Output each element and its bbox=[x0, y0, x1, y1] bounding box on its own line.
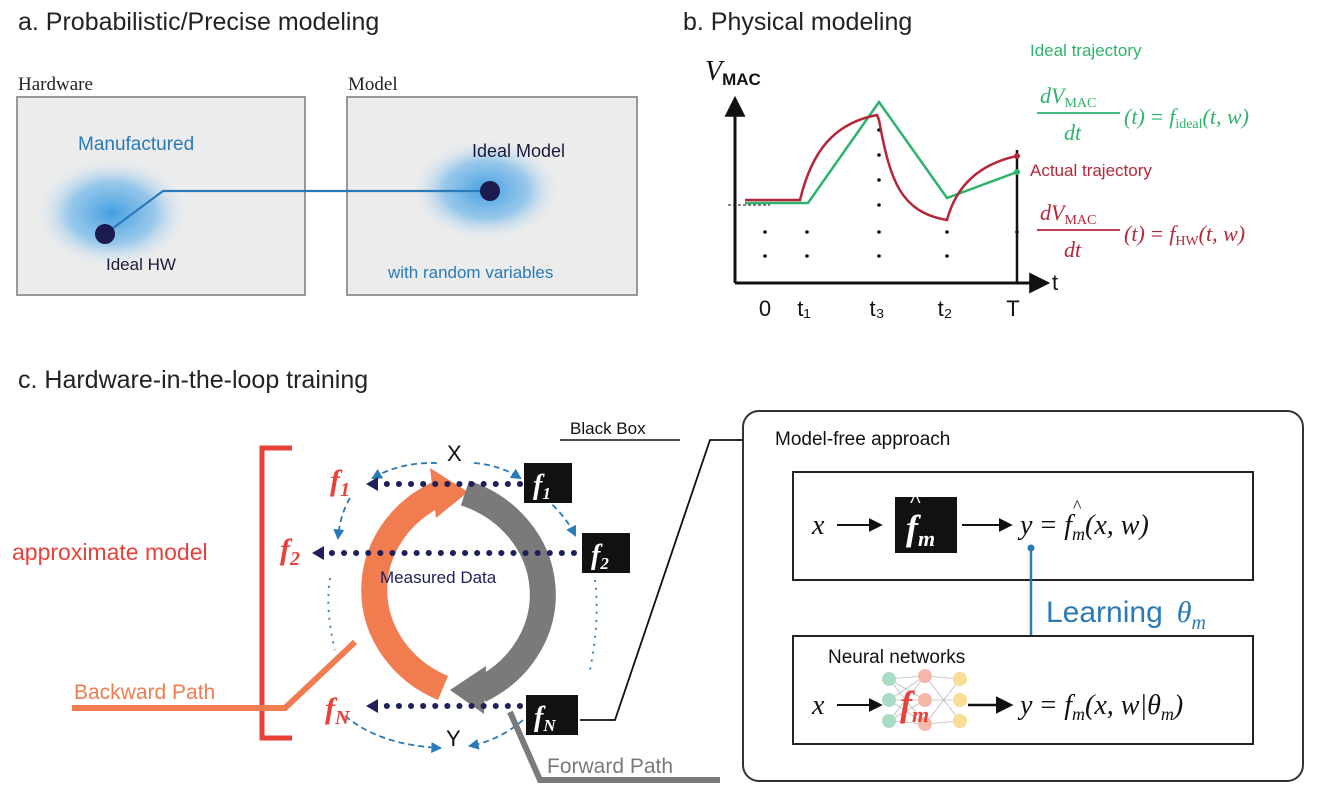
learning-link-top-dot bbox=[1027, 544, 1035, 552]
black-box-fN: fN ^ bbox=[526, 680, 578, 735]
y-axis-label: VMAC bbox=[705, 56, 761, 89]
forward-arrowhead bbox=[450, 666, 486, 714]
y-eq-2: y=fm(x, w|θm) bbox=[1017, 690, 1183, 724]
fN-approx-label: fN bbox=[325, 692, 351, 729]
svg-text:dt: dt bbox=[1064, 120, 1082, 145]
measured-data-arrows bbox=[323, 481, 577, 709]
tick-T: T bbox=[1006, 296, 1019, 321]
hw-equation: dVMAC dt (t)=fHW(t, w) bbox=[1037, 200, 1245, 262]
svg-text:dVMAC: dVMAC bbox=[1040, 200, 1096, 228]
fm-black-box: fm ^ bbox=[895, 487, 957, 553]
x-input-1: x bbox=[811, 510, 825, 541]
f1-approx-label: f1 bbox=[330, 464, 350, 501]
forward-path-leader bbox=[507, 710, 720, 783]
actual-end-dot bbox=[1014, 153, 1020, 159]
model-free-connector bbox=[580, 439, 745, 721]
neural-model-panel bbox=[792, 635, 1254, 745]
actual-trajectory-line bbox=[745, 113, 1018, 222]
ideal-equation: dVMAC dt (t)=fideal(t, w) bbox=[1037, 83, 1249, 145]
forward-path-arc bbox=[460, 480, 556, 702]
svg-text:^: ^ bbox=[535, 680, 547, 702]
random-variables-label: with random variables bbox=[387, 263, 553, 282]
ideal-trajectory-label: Ideal trajectory bbox=[1030, 41, 1142, 60]
forward-path-label: Forward Path bbox=[547, 755, 673, 778]
tick-t2: t₂ bbox=[938, 296, 953, 321]
svg-text:(t)=fideal(t, w): (t)=fideal(t, w) bbox=[1124, 104, 1249, 132]
ideal-model-dot bbox=[480, 181, 500, 201]
svg-text:^: ^ bbox=[592, 518, 604, 540]
model-label: Model bbox=[348, 74, 398, 95]
panel-b-title: b. Physical modeling bbox=[683, 8, 912, 36]
node-y: Y bbox=[446, 726, 461, 751]
svg-text:fm: fm bbox=[900, 684, 929, 727]
model-free-title: Model-free approach bbox=[775, 429, 950, 450]
svg-text:fm: fm bbox=[906, 508, 935, 551]
svg-text:f2: f2 bbox=[591, 540, 609, 573]
manufactured-label: Manufactured bbox=[78, 134, 194, 155]
hardware-label: Hardware bbox=[18, 74, 93, 95]
svg-text:dVMAC: dVMAC bbox=[1040, 83, 1096, 111]
approx-model-label: approximate model bbox=[12, 539, 208, 565]
hardware-distribution-blob bbox=[34, 157, 190, 269]
x-axis-label: t bbox=[1052, 270, 1058, 295]
svg-text:^: ^ bbox=[909, 487, 922, 512]
panel-b: b. Physical modeling VMAC t 0 t₁ t₃ t₂ T… bbox=[683, 8, 1249, 321]
approx-model-bracket bbox=[259, 445, 292, 741]
neural-networks-label: Neural networks bbox=[828, 647, 965, 668]
node-x: X bbox=[447, 441, 462, 466]
panel-c-title: c. Hardware-in-the-loop training bbox=[18, 366, 368, 394]
y-eq-1-hat: ^ bbox=[1073, 496, 1082, 516]
black-box-label: Black Box bbox=[570, 419, 646, 438]
black-box-f2: f2 ^ bbox=[582, 518, 630, 573]
svg-text:fN: fN bbox=[534, 702, 556, 735]
tick-t3: t₃ bbox=[869, 296, 884, 321]
cycle-arrows bbox=[327, 462, 598, 753]
ideal-trajectory-line bbox=[745, 99, 1018, 205]
svg-text:f1: f1 bbox=[533, 470, 551, 503]
svg-text:dt: dt bbox=[1064, 237, 1082, 262]
x-input-2: x bbox=[811, 690, 825, 721]
mapping-line bbox=[104, 189, 490, 235]
black-box-f1: f1 ^ bbox=[524, 448, 572, 503]
svg-text:^: ^ bbox=[534, 448, 546, 470]
y-eq-1: y=fm(x, w) bbox=[1017, 510, 1149, 544]
actual-trajectory-label: Actual trajectory bbox=[1030, 161, 1152, 180]
panel-a-title: a. Probabilistic/Precise modeling bbox=[18, 8, 379, 36]
tick-t1: t₁ bbox=[797, 296, 811, 321]
ideal-hw-dot bbox=[95, 224, 115, 244]
ideal-model-label: Ideal Model bbox=[472, 141, 565, 161]
ideal-end-dot bbox=[1014, 169, 1020, 175]
panel-a: a. Probabilistic/Precise modeling Hardwa… bbox=[16, 8, 638, 296]
measured-data-heads bbox=[312, 477, 378, 713]
backward-path-arc bbox=[361, 481, 449, 700]
ideal-hw-label: Ideal HW bbox=[106, 255, 176, 274]
tick-0: 0 bbox=[759, 296, 771, 321]
measured-data-label: Measured Data bbox=[380, 568, 497, 587]
panel-c: c. Hardware-in-the-loop training approxi… bbox=[12, 366, 1304, 783]
backward-path-leader bbox=[72, 639, 358, 711]
svg-text:(t)=fHW(t, w): (t)=fHW(t, w) bbox=[1124, 221, 1245, 249]
f2-approx-label: f2 bbox=[280, 533, 300, 570]
backward-arrowhead bbox=[430, 468, 468, 518]
backward-path-label: Backward Path bbox=[74, 681, 215, 704]
neural-network-icon: fm bbox=[882, 669, 967, 731]
